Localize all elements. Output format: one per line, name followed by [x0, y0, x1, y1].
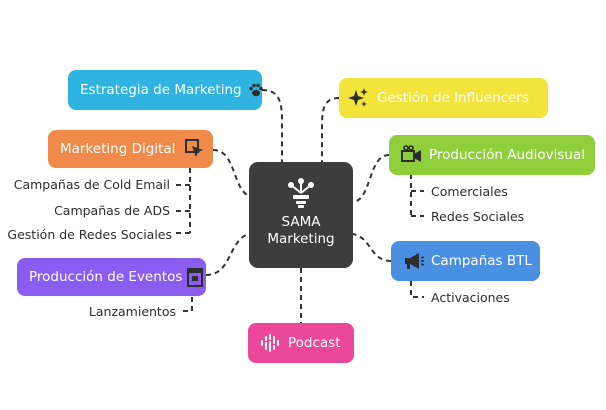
video-camera-icon — [401, 145, 421, 162]
connector-digital — [212, 149, 250, 197]
paw-icon — [248, 83, 263, 97]
leaf-redes-sociales-digital: Gestión de Redes Sociales — [7, 227, 172, 242]
audio-wave-icon — [261, 334, 279, 352]
node-podcast: Podcast — [248, 323, 354, 363]
connector-btl — [352, 233, 392, 262]
cursor-click-icon — [185, 139, 204, 157]
leaf-cold-email: Campañas de Cold Email — [13, 177, 170, 192]
ticket-booth-icon — [187, 268, 204, 287]
connector-influencers — [321, 97, 340, 162]
leaf-ads: Campañas de ADS — [54, 203, 170, 218]
leaf-lanzamientos: Lanzamientos — [88, 304, 176, 319]
connector-leaf-lanzamientos — [182, 297, 193, 312]
node-btl-label: Campañas BTL — [431, 253, 532, 269]
node-produccion-eventos: Producción de Eventos — [17, 258, 206, 296]
node-produccion-audiovisual: Producción Audiovisual — [389, 135, 595, 175]
leaf-comerciales: Comerciales — [431, 184, 508, 199]
node-audiovisual-label: Producción Audiovisual — [429, 147, 585, 163]
node-marketing-digital: Marketing Digital — [48, 130, 213, 168]
leaf-activaciones: Activaciones — [431, 290, 510, 305]
leaf-redes-sociales-audiovisual: Redes Sociales — [431, 209, 525, 224]
network-funnel-icon — [288, 178, 314, 208]
sparkles-icon — [348, 88, 368, 107]
center-title-line2: Marketing — [267, 231, 335, 247]
center-title-line1: SAMA — [281, 214, 321, 230]
node-estrategia-marketing: Estrategia de Marketing — [68, 70, 263, 110]
node-digital-label: Marketing Digital — [60, 141, 176, 157]
megaphone-icon — [405, 253, 425, 269]
node-estrategia-label: Estrategia de Marketing — [80, 82, 242, 98]
node-eventos-label: Producción de Eventos — [29, 269, 183, 285]
node-gestion-influencers: Gestión de Influencers — [339, 78, 548, 118]
center-node: SAMA Marketing — [249, 162, 353, 268]
node-campanas-btl: Campañas BTL — [391, 241, 540, 281]
node-influencers-label: Gestión de Influencers — [377, 90, 529, 106]
connector-leaf-activaciones — [410, 281, 424, 298]
connector-estrategia — [261, 89, 283, 162]
node-podcast-label: Podcast — [288, 335, 341, 351]
connector-eventos — [205, 233, 250, 276]
connector-audiovisual — [352, 154, 390, 203]
